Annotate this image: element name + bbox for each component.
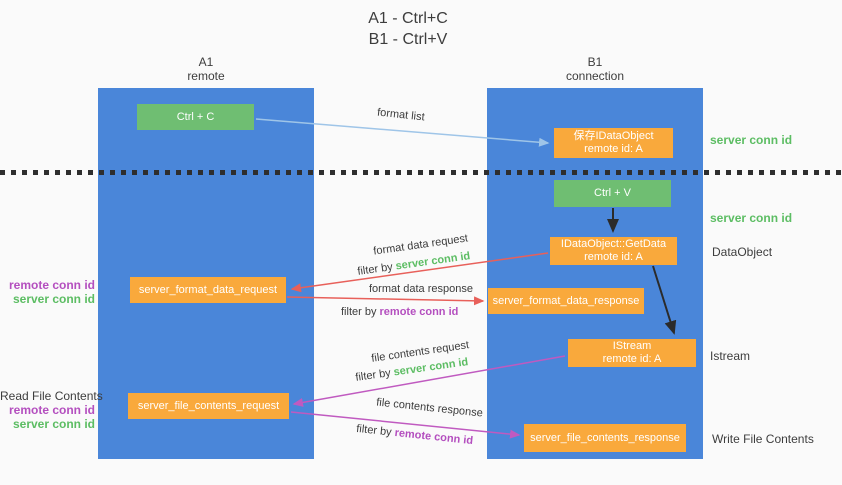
node-istream-line2: remote id: A [602,353,662,365]
lane-header-a1: A1 remote [98,55,314,83]
edge-label-format-data-response: format data response [369,283,473,295]
label-remote-conn-id-1: remote conn id [8,278,95,292]
left-conn-id-block-2: Read File Contents remote conn id server… [0,389,103,431]
arrow-file-contents-request [292,355,566,407]
arrow-getdata-to-istream [652,265,677,335]
node-server-file-contents-request: server_file_contents_request [128,393,289,419]
lane-a1-subtitle: remote [187,69,225,83]
node-istream-line1: IStream [612,340,652,352]
node-server-format-data-response: server_format_data_response [488,288,644,314]
node-istream: IStream remote id: A [568,339,696,367]
label-read-file-contents: Read File Contents [0,389,103,403]
remote-conn-id-text: remote conn id [379,306,459,318]
diagram-title: A1 - Ctrl+C B1 - Ctrl+V [308,8,508,50]
lane-header-b1: B1 connection [487,55,703,83]
node-save-idataobject-line2: remote id: A [584,143,643,155]
node-format-request-label: server_format_data_request [138,283,278,296]
label-server-conn-id-top: server conn id [710,133,793,147]
node-getdata-line2: remote id: A [584,251,643,263]
label-server-conn-id-1: server conn id [12,292,95,306]
node-ctrl-c: Ctrl + C [137,104,254,130]
node-file-response-label: server_file_contents_response [530,431,680,444]
left-conn-id-block-1: remote conn id server conn id [0,278,95,306]
label-remote-conn-id-2: remote conn id [8,403,95,417]
node-server-format-data-request: server_format_data_request [130,277,286,303]
node-save-idataobject: 保存IDataObject remote id: A [554,128,673,158]
title-line-b1: B1 - Ctrl+V [368,31,448,48]
arrow-file-contents-response [290,411,521,439]
title-line-a1: A1 - Ctrl+C [368,10,448,27]
arrow-format-data-response [286,296,485,306]
node-file-request-label: server_file_contents_request [137,399,280,412]
label-server-conn-id-mid: server conn id [710,211,793,225]
label-dataobject: DataObject [712,245,773,259]
node-idataobject-getdata: IDataObject::GetData remote id: A [550,237,677,265]
node-save-idataobject-line1: 保存IDataObject [573,130,654,142]
filter-by-text: filter by [341,306,380,318]
lane-a1-name: A1 [198,55,214,69]
label-write-file-contents: Write File Contents [712,432,814,446]
node-ctrl-c-label: Ctrl + C [176,110,215,123]
lane-b1-name: B1 [587,55,603,69]
label-server-conn-id-2: server conn id [12,417,95,431]
dotted-separator-line [0,170,842,175]
node-getdata-line1: IDataObject::GetData [560,238,667,250]
node-ctrl-v-label: Ctrl + V [594,187,631,199]
arrow-format-list [255,118,550,147]
node-format-response-label: server_format_data_response [492,294,640,307]
lane-b1-subtitle: connection [565,69,625,83]
edge-label-filter-remote-1: filter by remote conn id [341,306,458,318]
node-server-file-contents-response: server_file_contents_response [524,424,686,452]
node-ctrl-v: Ctrl + V [554,180,671,207]
label-istream: Istream [710,349,751,363]
arrow-format-data-request [290,252,549,293]
